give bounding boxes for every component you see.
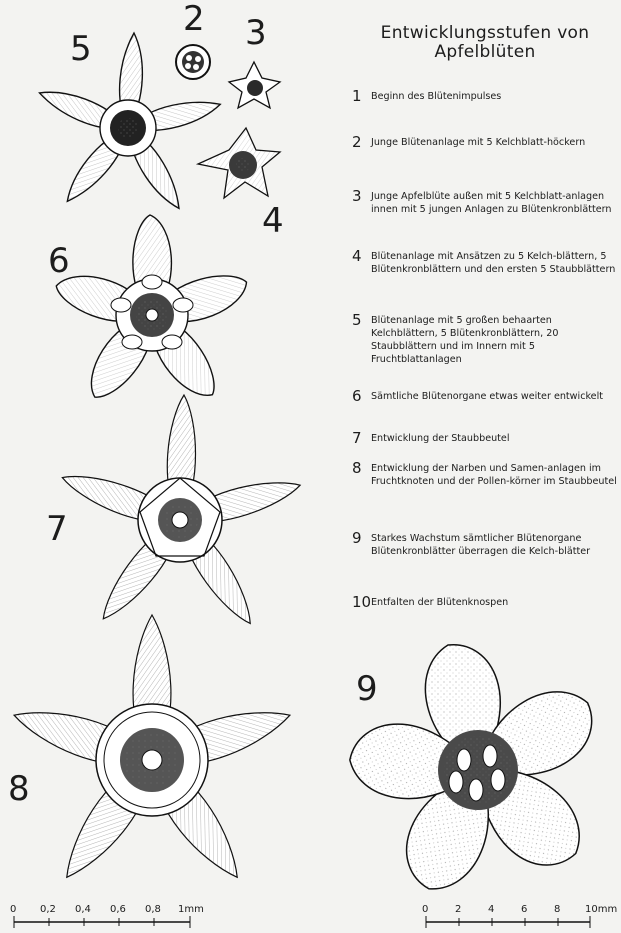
- flower-stage-7: [57, 395, 303, 630]
- legend-text-10: Entfalten der Blütenknospen: [371, 596, 617, 609]
- legend-number-9: 9: [352, 529, 368, 547]
- legend-text-2: Junge Blütenanlage mit 5 Kelchblatt-höck…: [371, 136, 617, 149]
- stage-label-4: 4: [262, 201, 284, 241]
- legend-text-1: Beginn des Blütenimpulses: [371, 90, 617, 103]
- flower-stage-3: [229, 62, 280, 108]
- scale-right-tick-0: 0: [422, 904, 428, 915]
- stage-label-7: 7: [46, 509, 68, 549]
- legend-number-5: 5: [352, 311, 368, 329]
- legend-number-4: 4: [352, 247, 368, 265]
- diagram-title-line2: Apfelblüten: [352, 43, 618, 62]
- legend-text-9: Starkes Wachstum sämtlicher Blütenorgane…: [371, 532, 617, 558]
- scale-right-tick-3: 6: [521, 904, 527, 915]
- diagram-title: Entwicklungsstufen von Apfelblüten: [352, 24, 618, 62]
- legend-text-3: Junge Apfelblüte außen mit 5 Kelchblatt-…: [371, 190, 617, 216]
- legend-text-7: Entwicklung der Staubbeutel: [371, 432, 617, 445]
- scale-right-tick-5: 10mm: [585, 904, 617, 915]
- stage-label-5: 5: [70, 29, 92, 69]
- scale-left-tick-1: 0,2: [40, 904, 56, 915]
- stage-label-3: 3: [245, 13, 267, 53]
- scale-left-tick-2: 0,4: [75, 904, 91, 915]
- stage-label-2: 2: [183, 0, 205, 39]
- legend-text-4: Blütenanlage mit Ansätzen zu 5 Kelch-blä…: [371, 250, 617, 276]
- stage-label-9: 9: [356, 669, 378, 709]
- flower-stage-2: [176, 45, 210, 79]
- legend-number-10: 10: [352, 593, 368, 611]
- flower-stage-4: [198, 128, 280, 198]
- legend-number-2: 2: [352, 133, 368, 151]
- scale-left-tick-4: 0,8: [145, 904, 161, 915]
- diagram-title-line1: Entwicklungsstufen von: [352, 24, 618, 43]
- legend-number-3: 3: [352, 187, 368, 205]
- scale-left-tick-5: 1mm: [178, 904, 204, 915]
- legend-text-5: Blütenanlage mit 5 großen behaarten Kelc…: [371, 314, 617, 366]
- legend-text-8: Entwicklung der Narben und Samen-anlagen…: [371, 462, 617, 488]
- legend-number-6: 6: [352, 387, 368, 405]
- stage-label-6: 6: [48, 241, 70, 281]
- scale-right-tick-4: 8: [554, 904, 560, 915]
- scale-bar-right: 0 2 4 6 8 10mm: [422, 904, 617, 928]
- scale-left-tick-3: 0,6: [110, 904, 126, 915]
- scale-right-tick-2: 4: [488, 904, 494, 915]
- flower-stage-9: [343, 645, 604, 903]
- legend-number-8: 8: [352, 459, 368, 477]
- legend-number-7: 7: [352, 429, 368, 447]
- scale-left-tick-0: 0: [10, 904, 16, 915]
- scale-right-tick-1: 2: [455, 904, 461, 915]
- scale-bar-left: 0 0,2 0,4 0,6 0,8 1mm: [10, 904, 204, 928]
- legend-text-6: Sämtliche Blütenorgane etwas weiter entw…: [371, 390, 617, 403]
- legend-number-1: 1: [352, 87, 368, 105]
- stage-label-8: 8: [8, 769, 30, 809]
- legend: Entwicklungsstufen von Apfelblüten 1 Beg…: [352, 24, 618, 74]
- flower-stage-6: [51, 215, 253, 407]
- flower-stage-8: [8, 615, 296, 888]
